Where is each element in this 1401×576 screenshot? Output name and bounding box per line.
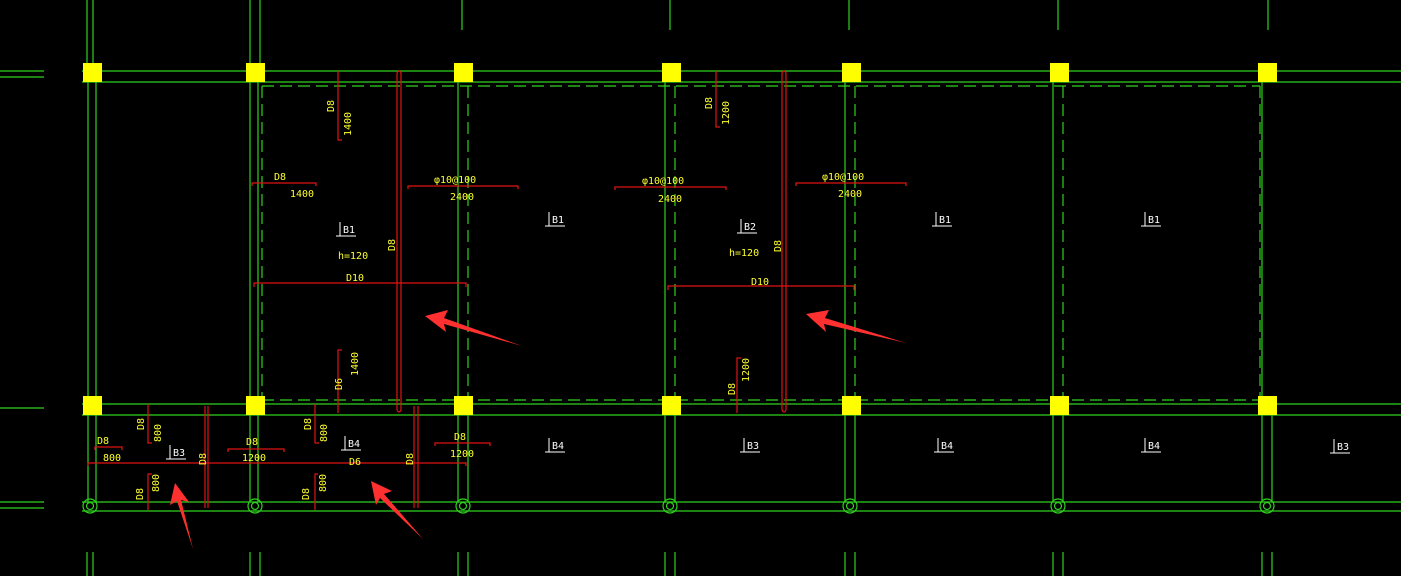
rebar-label: 1400 xyxy=(350,352,361,376)
rebar-label: 1400 xyxy=(343,112,354,136)
rebar-label: 800 xyxy=(319,424,330,442)
rebar-label: 2400 xyxy=(450,192,474,203)
rebar-label: D8 xyxy=(727,383,738,395)
slab-thickness-label: h=120 xyxy=(729,248,759,259)
rebar-label: 800 xyxy=(153,424,164,442)
rebar-label: D8 xyxy=(303,418,314,430)
rebar-label: D8 xyxy=(198,453,209,465)
rebar-label: φ10@100 xyxy=(642,176,684,187)
rebar-label: D8 xyxy=(773,240,784,252)
rebar-label: D8 xyxy=(387,239,398,251)
annotation-arrow xyxy=(806,310,906,343)
annotation-arrow xyxy=(170,483,193,549)
rebar-label: D8 xyxy=(97,436,109,447)
rebar-label: D6 xyxy=(334,378,345,390)
annotation-arrow xyxy=(425,310,522,346)
slab-thickness-label: h=120 xyxy=(338,251,368,262)
rebar-label: D8 xyxy=(326,100,337,112)
annotation-arrow xyxy=(371,481,423,539)
rebar-label: 1400 xyxy=(290,189,314,200)
slab-tag: B4 xyxy=(1148,441,1160,452)
slab-tag: B4 xyxy=(552,441,564,452)
rebar-label: 2400 xyxy=(658,194,682,205)
rebar-label: D6 xyxy=(349,457,361,468)
rebar-label: D8 xyxy=(136,418,147,430)
rebar-label: 2400 xyxy=(838,189,862,200)
slab-tag: B2 xyxy=(744,222,756,233)
rebar-label: 800 xyxy=(103,453,121,464)
pile-markers xyxy=(82,498,1275,514)
slab-tag: B4 xyxy=(348,439,360,450)
rebar-label: φ10@100 xyxy=(822,172,864,183)
slab-tag: B1 xyxy=(343,225,355,236)
rebar-label: 1200 xyxy=(741,358,752,382)
slab-tag: B1 xyxy=(1148,215,1160,226)
rebar-label: 800 xyxy=(151,474,162,492)
rebar-label: D8 xyxy=(135,488,146,500)
rebar-label: φ10@100 xyxy=(434,175,476,186)
slab-tag: B4 xyxy=(941,441,953,452)
rebar-label: 1200 xyxy=(450,449,474,460)
slab-tag: B1 xyxy=(552,215,564,226)
slab-tag: B3 xyxy=(747,441,759,452)
rebar-label: D8 xyxy=(405,453,416,465)
rebar-lines xyxy=(87,70,907,510)
rebar-label: D10 xyxy=(346,273,364,284)
rebar-label: 800 xyxy=(318,474,329,492)
rebar-label: D8 xyxy=(246,437,258,448)
slab-tag: B3 xyxy=(173,448,185,459)
rebar-label: D8 xyxy=(454,432,466,443)
rebar-label: D8 xyxy=(704,97,715,109)
rebar-label: 1200 xyxy=(721,101,732,125)
slab-tag: B3 xyxy=(1337,442,1349,453)
rebar-label: D8 xyxy=(274,172,286,183)
rebar-label: D10 xyxy=(751,277,769,288)
columns xyxy=(83,63,1277,415)
rebar-label: D8 xyxy=(301,488,312,500)
slab-tag: B1 xyxy=(939,215,951,226)
rebar-label: 1200 xyxy=(242,453,266,464)
dashed-beam-lines xyxy=(261,85,1261,401)
